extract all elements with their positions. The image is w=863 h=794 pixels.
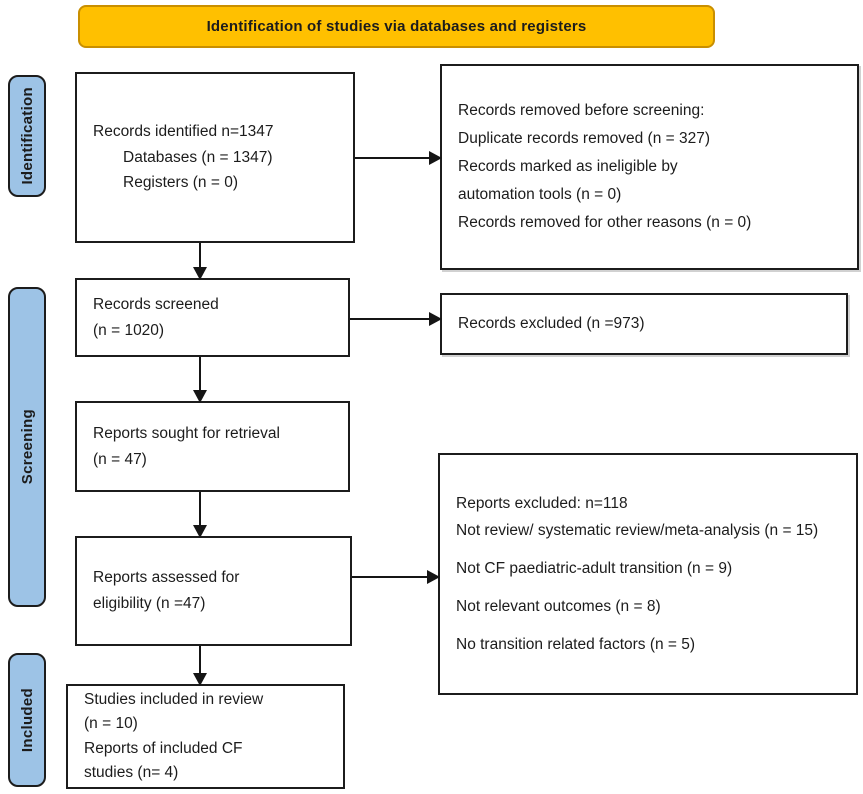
arrow-down-sought-to-assessed [192,492,207,538]
box-reports-excluded: Reports excluded: n=118 Not review/ syst… [438,453,858,695]
arrow-down-screened-to-sought [192,357,207,403]
arrow-right-screened-to-excluded [350,311,442,326]
arrow-right-identified-to-removed [355,150,442,165]
stage-ribbon-screening: Screening [8,287,46,607]
arrow-down-assessed-to-included [192,646,207,686]
box-line: Not relevant outcomes (n = 8) [456,598,661,616]
box-line: (n = 1020) [93,321,165,339]
box-line: Databases (n = 1347) [123,148,273,166]
box-line: Registers (n = 0) [123,174,239,192]
box-records-screened: Records screened (n = 1020) [75,278,350,357]
stage-ribbon-identification: Identification [8,75,46,197]
box-line: Records identified n=1347 [93,123,274,141]
box-line: Records marked as ineligible by automati… [458,158,678,203]
stage-label-included: Included [18,687,36,753]
box-line: (n = 10) [84,715,138,733]
stage-label-screening: Screening [18,409,36,485]
box-line: Studies included in review [84,691,264,709]
box-line: Duplicate records removed (n = 327) [458,130,710,148]
stage-label-identification: Identification [18,87,36,185]
box-line: Not review/ systematic review/meta-analy… [456,521,819,539]
box-line: Records removed before screening: [458,102,705,120]
box-reports-assessed-for-eligibility: Reports assessed for eligibility (n =47) [75,536,352,646]
box-studies-included-in-review: Studies included in review (n = 10) Repo… [66,684,345,789]
box-line: Records screened [93,295,219,313]
box-records-identified: Records identified n=1347 Databases (n =… [75,72,355,243]
stage-ribbon-included: Included [8,653,46,787]
box-line: No transition related factors (n = 5) [456,636,696,654]
box-line: eligibility (n =47) [93,595,206,612]
arrow-down-identified-to-screened [192,243,207,280]
box-line: Reports assessed for [93,569,240,587]
box-line: Reports sought for retrieval [93,424,280,442]
box-line: Records removed for other reasons (n = 0… [458,213,752,231]
banner-label: Identification of studies via databases … [206,18,587,35]
box-line: Not CF paediatric-adult transition (n = … [456,559,733,577]
box-records-excluded: Records excluded (n =973) [440,293,848,355]
box-line: studies (n= 4) [84,763,179,781]
box-line: Records excluded (n =973) [458,315,645,333]
box-line: Reports excluded: n=118 [456,494,628,512]
banner-identification-of-studies: Identification of studies via databases … [78,5,715,48]
box-line: Reports of included CF [84,739,243,757]
box-line: (n = 47) [93,450,147,468]
box-records-removed-before-screening: Records removed before screening: Duplic… [440,64,859,270]
box-reports-sought-for-retrieval: Reports sought for retrieval (n = 47) [75,401,350,492]
arrow-right-assessed-to-excluded [352,569,440,584]
